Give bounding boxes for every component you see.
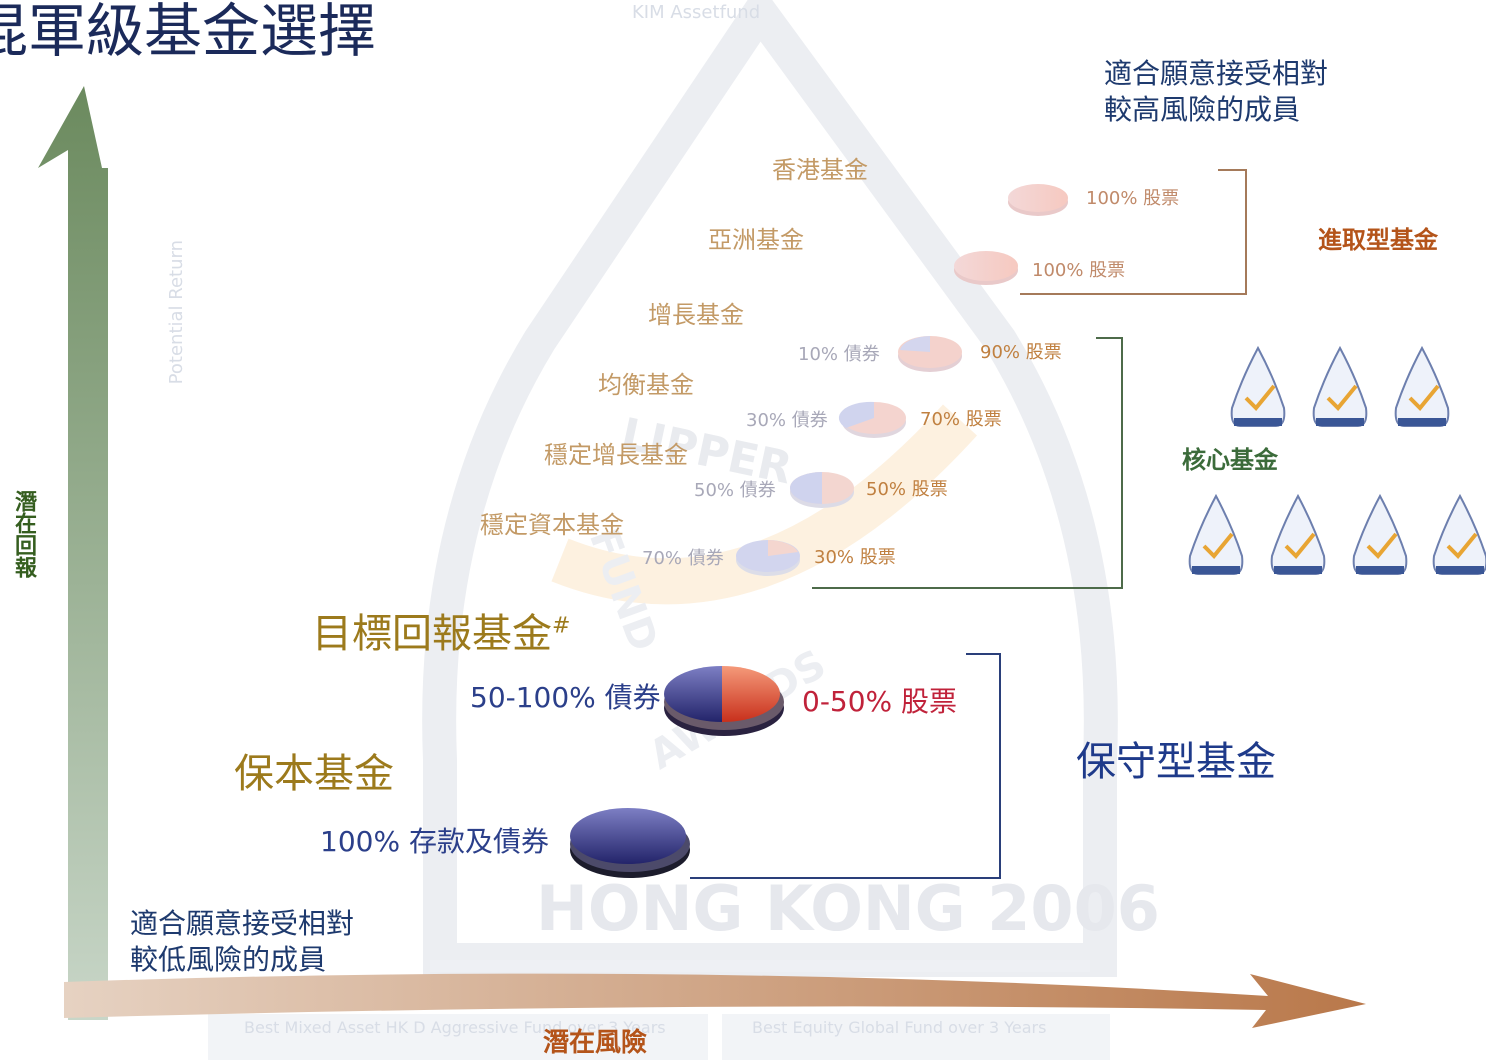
watermark-top-text: KIM Assetfund: [632, 2, 761, 23]
award-badge-icon: [1270, 493, 1326, 575]
fund-name-asia: 亞洲基金: [708, 226, 804, 254]
footnote-mark: #: [552, 613, 571, 639]
target-return-fund-name: 目標回報基金#: [312, 614, 570, 654]
disc-guaranteed-fund: [570, 808, 690, 878]
core-bracket: [812, 337, 1123, 589]
low-risk-note-line: 適合願意接受相對: [130, 907, 355, 940]
equity-pct-growth: 90% 股票: [980, 342, 1062, 363]
award-badge-icon: [1230, 345, 1286, 427]
disc-target-return-fund: [664, 666, 784, 736]
bond-pct-stable-capital: 70% 債券: [642, 548, 724, 569]
bond-pct-stable-growth: 50% 債券: [694, 480, 776, 501]
award-badge-icon: [1312, 345, 1368, 427]
disc-hong-kong-fund: [1008, 184, 1068, 216]
high-risk-note: 適合願意接受相對 較高風險的成員: [1104, 56, 1328, 128]
target-return-equity-pct: 0-50% 股票: [802, 685, 958, 718]
disc-stable-growth-fund: [790, 472, 854, 508]
target-return-fund-name-text: 目標回報基金: [312, 611, 552, 657]
disc-stable-capital-fund: [736, 540, 800, 576]
bond-pct-balanced: 30% 債券: [746, 410, 828, 431]
bond-pct-growth: 10% 債券: [798, 344, 880, 365]
high-risk-note-line: 適合願意接受相對: [1104, 57, 1329, 90]
watermark-plaque-right: [722, 1014, 1110, 1060]
watermark-plaque-left-text: Best Mixed Asset HK D Aggressive Fund ov…: [244, 1018, 666, 1037]
y-axis-label: 潛在回報: [11, 490, 36, 578]
low-risk-note: 適合願意接受相對 較低風險的成員: [130, 906, 354, 978]
guaranteed-fund-alloc: 100% 存款及債券: [320, 825, 549, 858]
guaranteed-fund-name: 保本基金: [234, 751, 394, 797]
equity-pct-balanced: 70% 股票: [920, 409, 1002, 430]
fund-name-hong-kong: 香港基金: [772, 156, 868, 184]
fund-name-balanced: 均衡基金: [598, 371, 694, 399]
fund-name-stable-capital: 穩定資本基金: [480, 511, 624, 539]
fund-name-stable-growth: 穩定增長基金: [544, 441, 688, 469]
watermark-hong-kong: HONG KONG 2006: [536, 872, 1160, 945]
core-group-label: 核心基金: [1182, 446, 1278, 474]
equity-pct-stable-capital: 30% 股票: [814, 547, 896, 568]
disc-growth-fund: [898, 336, 962, 372]
low-risk-note-line: 較低風險的成員: [130, 943, 327, 976]
watermark-base: [430, 960, 1090, 972]
page-title: 混軍級基金選擇: [0, 0, 377, 65]
equity-pct-hong-kong: 100% 股票: [1086, 188, 1180, 209]
conservative-group-label: 保守型基金: [1076, 739, 1276, 785]
y-axis-arrow: [38, 86, 108, 1020]
aggressive-bracket: [1020, 169, 1247, 295]
award-badge-icon: [1394, 345, 1450, 427]
equity-pct-asia: 100% 股票: [1032, 260, 1126, 281]
x-axis-label: 潛在風險: [543, 1028, 648, 1058]
equity-pct-stable-growth: 50% 股票: [866, 479, 948, 500]
disc-balanced-fund: [838, 401, 906, 438]
target-return-bond-pct: 50-100% 債券: [470, 681, 661, 714]
watermark-plaque-right-text: Best Equity Global Fund over 3 Years: [752, 1018, 1047, 1037]
disc-asia-fund: [954, 251, 1018, 285]
award-badge-icon: [1432, 493, 1486, 575]
x-axis-arrow: [64, 973, 1366, 1028]
high-risk-note-line: 較高風險的成員: [1104, 93, 1301, 126]
fund-name-growth: 增長基金: [648, 301, 744, 329]
award-badge-icon: [1188, 493, 1244, 575]
aggressive-group-label: 進取型基金: [1318, 226, 1438, 254]
award-badge-icon: [1352, 493, 1408, 575]
watermark-plaque-left: [208, 1014, 708, 1060]
conservative-bracket: [690, 653, 1001, 879]
